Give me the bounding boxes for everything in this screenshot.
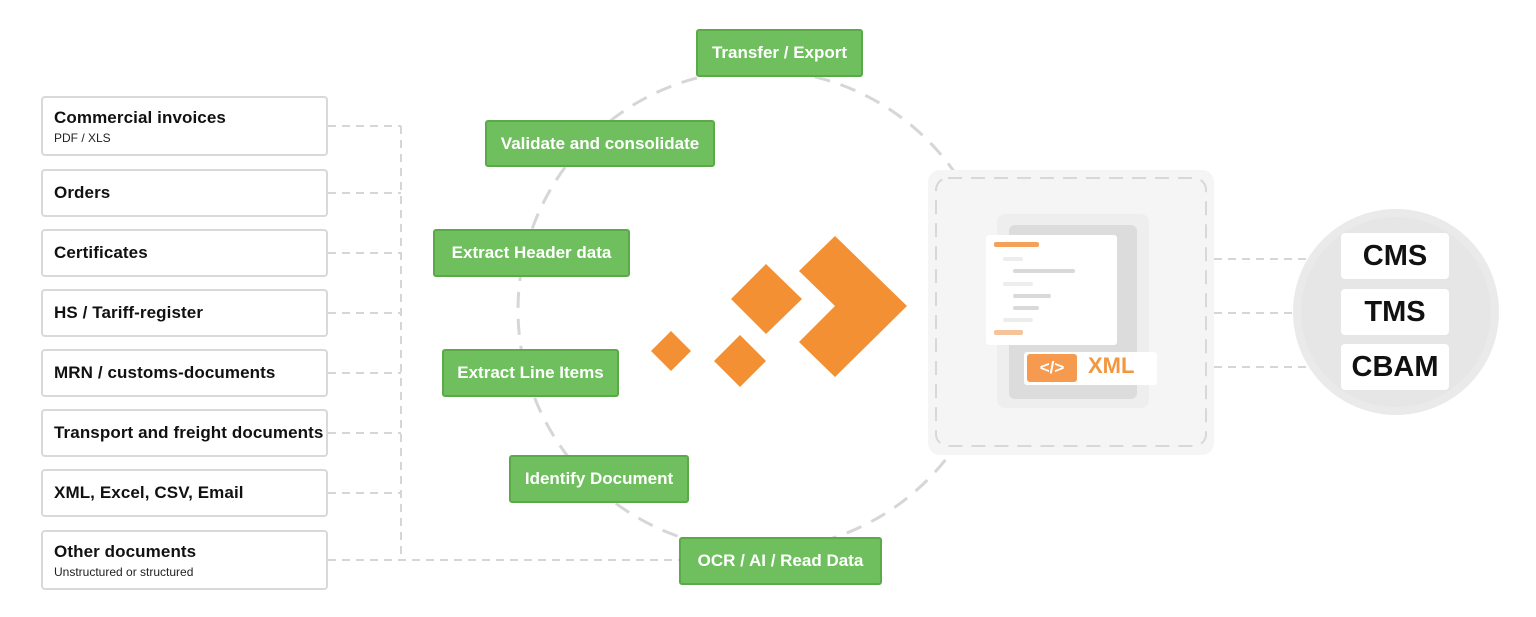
source-commercial-invoices: Commercial invoices PDF / XLS: [41, 96, 328, 156]
source-subtitle: Unstructured or structured: [54, 564, 194, 579]
source-certificates: Certificates: [41, 229, 328, 277]
step-identify-document: Identify Document: [509, 455, 689, 503]
source-orders: Orders: [41, 169, 328, 217]
arrow-diamond-large: [731, 264, 802, 334]
target-cbam: CBAM: [1341, 344, 1449, 390]
source-other-documents: Other documents Unstructured or structur…: [41, 530, 328, 590]
source-title: MRN / customs-documents: [54, 363, 276, 382]
source-mrn-customs-documents: MRN / customs-documents: [41, 349, 328, 397]
arrow-diamond-medium: [714, 335, 766, 387]
source-title: XML, Excel, CSV, Email: [54, 483, 244, 502]
step-extract-header-data: Extract Header data: [433, 229, 630, 277]
document-front: [986, 235, 1117, 345]
source-xml-excel-csv-email: XML, Excel, CSV, Email: [41, 469, 328, 517]
xml-format-label: XML: [1088, 353, 1135, 378]
source-transport-freight-documents: Transport and freight documents: [41, 409, 328, 457]
code-brackets-icon: </>: [1027, 354, 1077, 382]
source-connectors: [328, 125, 680, 561]
arrow-chevron-shape: [799, 236, 907, 377]
source-title: Commercial invoices: [54, 107, 226, 127]
source-title: Transport and freight documents: [54, 423, 324, 442]
step-extract-line-items: Extract Line Items: [442, 349, 619, 397]
step-validate-consolidate: Validate and consolidate: [485, 120, 715, 167]
step-transfer-export: Transfer / Export: [696, 29, 863, 77]
source-title: Certificates: [54, 243, 148, 262]
target-cms: CMS: [1341, 233, 1449, 279]
step-ocr-ai-read-data: OCR / AI / Read Data: [679, 537, 882, 585]
source-hs-tariff-register: HS / Tariff-register: [41, 289, 328, 337]
flow-arrow: [651, 236, 907, 387]
target-tms: TMS: [1341, 289, 1449, 335]
output-panel-dashed-frame: [935, 177, 1207, 447]
document-lines: [994, 242, 1075, 335]
source-title: Other documents: [54, 541, 197, 561]
arrow-diamond-small: [651, 331, 691, 371]
source-subtitle: PDF / XLS: [54, 130, 111, 145]
source-title: Orders: [54, 183, 111, 202]
source-title: HS / Tariff-register: [54, 303, 204, 322]
